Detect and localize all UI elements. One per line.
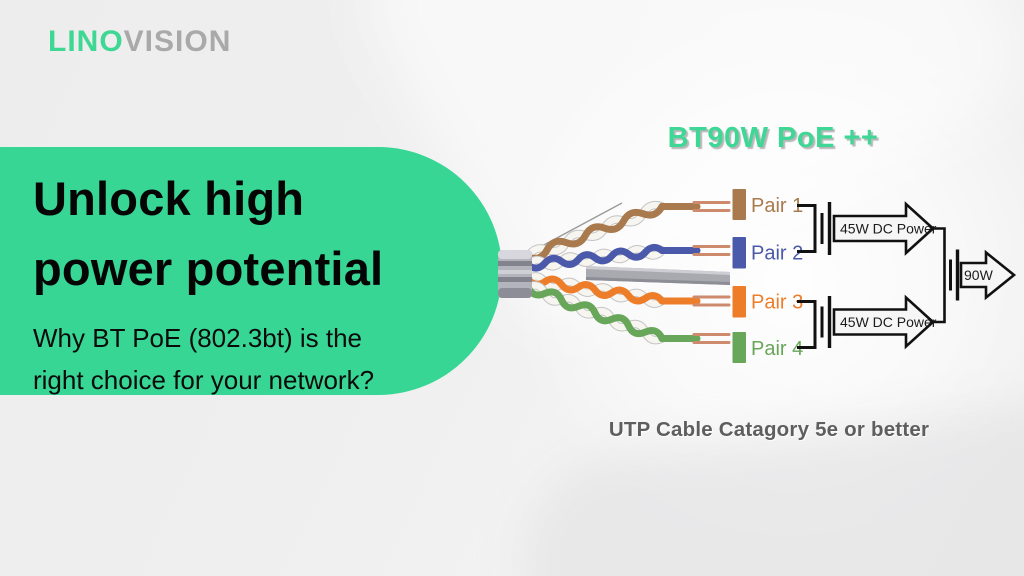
cable-spline [586, 266, 730, 285]
power-arrow-bottom-label: 45W DC Power [840, 314, 937, 330]
brand-logo: LINOVISION [48, 25, 231, 59]
hero-banner: Unlock high power potential Why BT PoE (… [0, 147, 502, 395]
output-arrow-label: 90W [964, 267, 994, 283]
power-arrow-bottom [832, 294, 935, 350]
hero-title: Unlock high power potential [33, 164, 502, 304]
diagram-caption: UTP Cable Catagory 5e or better [608, 418, 930, 441]
copper-leads [692, 201, 731, 344]
power-tap-bars [820, 202, 960, 348]
twisted-pairs [523, 200, 701, 345]
brand-logo-vision: VISION [123, 25, 232, 58]
power-arrow-top [832, 201, 935, 256]
pair4-label: Pair 4 [751, 338, 803, 360]
pair2-swatch [732, 237, 746, 269]
diagram-title: BT90W PoE ++ [667, 122, 879, 154]
pair3-swatch [732, 286, 746, 318]
brand-logo-lino: LINO [48, 25, 124, 58]
output-arrow [959, 249, 1017, 301]
cable-jacket [498, 250, 532, 298]
pair1-label: Pair 1 [751, 195, 803, 217]
hero-subtitle: Why BT PoE (802.3bt) is the right choice… [33, 317, 502, 401]
pair1-swatch [732, 189, 746, 220]
power-combiner [933, 227, 946, 324]
bracket-pairs-1-2 [797, 204, 817, 253]
pair2-label: Pair 2 [751, 243, 803, 265]
hero-title-line1: Unlock high [33, 172, 305, 225]
power-arrow-top-label: 45W DC Power [840, 221, 937, 237]
hero-subtitle-line2: right choice for your network? [33, 365, 375, 395]
hero-subtitle-line1: Why BT PoE (802.3bt) is the [33, 323, 362, 353]
pair3-label: Pair 3 [751, 292, 803, 314]
pair4-swatch [732, 332, 746, 363]
bracket-pairs-3-4 [797, 300, 817, 349]
hero-title-line2: power potential [33, 242, 384, 295]
